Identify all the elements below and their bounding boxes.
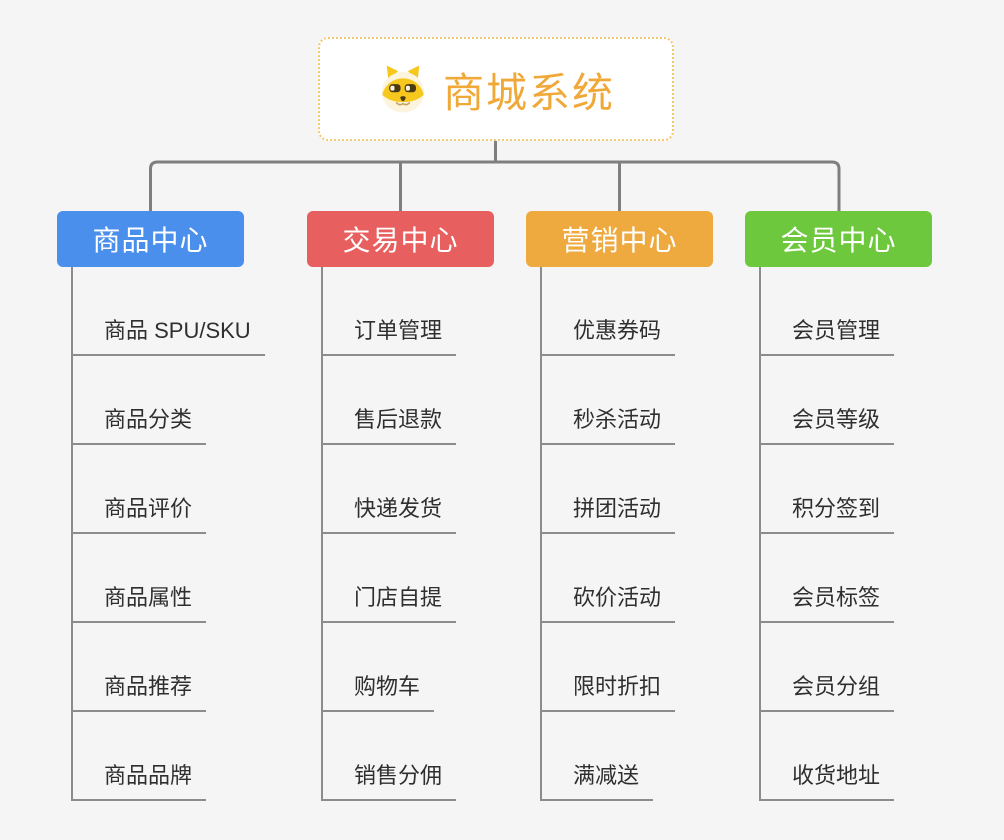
leaf-label: 快递发货 — [321, 491, 457, 534]
leaf-node[interactable]: 限时折扣 — [540, 623, 766, 712]
leaf-node[interactable]: 快递发货 — [321, 445, 547, 534]
branch-column-trade: 交易中心 订单管理 售后退款 快递发货 门店自提 购物车 销售分佣 — [307, 211, 547, 801]
leaf-label: 会员标签 — [759, 580, 895, 623]
branch-spine — [321, 267, 323, 801]
leaf-label: 收货地址 — [759, 758, 895, 801]
branch-spine — [71, 267, 73, 801]
branch-items: 订单管理 售后退款 快递发货 门店自提 购物车 销售分佣 — [321, 267, 547, 801]
leaf-node[interactable]: 会员管理 — [759, 267, 985, 356]
leaf-node[interactable]: 商品评价 — [71, 445, 297, 534]
branch-spine — [540, 267, 542, 801]
leaf-label: 商品品牌 — [71, 758, 207, 801]
leaf-node[interactable]: 商品分类 — [71, 356, 297, 445]
leaf-label: 购物车 — [321, 669, 435, 712]
leaf-node[interactable]: 商品品牌 — [71, 712, 297, 801]
branch-column-marketing: 营销中心 优惠券码 秒杀活动 拼团活动 砍价活动 限时折扣 满减送 — [526, 211, 766, 801]
leaf-label: 积分签到 — [759, 491, 895, 534]
leaf-label: 砍价活动 — [540, 580, 676, 623]
leaf-node[interactable]: 商品推荐 — [71, 623, 297, 712]
leaf-label: 拼团活动 — [540, 491, 676, 534]
branch-column-member: 会员中心 会员管理 会员等级 积分签到 会员标签 会员分组 收货地址 — [745, 211, 985, 801]
branch-items: 会员管理 会员等级 积分签到 会员标签 会员分组 收货地址 — [759, 267, 985, 801]
leaf-node[interactable]: 购物车 — [321, 623, 547, 712]
leaf-label: 商品分类 — [71, 402, 207, 445]
leaf-node[interactable]: 商品属性 — [71, 534, 297, 623]
leaf-label: 商品 SPU/SKU — [71, 313, 265, 356]
leaf-node[interactable]: 砍价活动 — [540, 534, 766, 623]
leaf-label: 会员等级 — [759, 402, 895, 445]
leaf-label: 售后退款 — [321, 402, 457, 445]
branch-node-product[interactable]: 商品中心 — [57, 211, 244, 267]
leaf-label: 商品推荐 — [71, 669, 207, 712]
leaf-node[interactable]: 会员分组 — [759, 623, 985, 712]
branch-node-marketing[interactable]: 营销中心 — [526, 211, 713, 267]
branch-spine — [759, 267, 761, 801]
leaf-node[interactable]: 会员等级 — [759, 356, 985, 445]
leaf-label: 订单管理 — [321, 313, 457, 356]
leaf-node[interactable]: 拼团活动 — [540, 445, 766, 534]
leaf-node[interactable]: 售后退款 — [321, 356, 547, 445]
leaf-label: 销售分佣 — [321, 758, 457, 801]
root-node[interactable]: 商城系统 — [318, 37, 674, 141]
bus-line — [149, 160, 841, 211]
leaf-node[interactable]: 会员标签 — [759, 534, 985, 623]
branch-column-product: 商品中心 商品 SPU/SKU 商品分类 商品评价 商品属性 商品推荐 商品品牌 — [57, 211, 297, 801]
branch-items: 商品 SPU/SKU 商品分类 商品评价 商品属性 商品推荐 商品品牌 — [71, 267, 297, 801]
leaf-node[interactable]: 销售分佣 — [321, 712, 547, 801]
leaf-node[interactable]: 积分签到 — [759, 445, 985, 534]
branch-node-member[interactable]: 会员中心 — [745, 211, 932, 267]
leaf-label: 秒杀活动 — [540, 402, 676, 445]
root-title: 商城系统 — [443, 70, 615, 116]
leaf-label: 会员管理 — [759, 313, 895, 356]
leaf-node[interactable]: 订单管理 — [321, 267, 547, 356]
leaf-node[interactable]: 收货地址 — [759, 712, 985, 801]
leaf-node[interactable]: 满减送 — [540, 712, 766, 801]
leaf-label: 会员分组 — [759, 669, 895, 712]
leaf-label: 商品评价 — [71, 491, 207, 534]
leaf-node[interactable]: 门店自提 — [321, 534, 547, 623]
leaf-node[interactable]: 优惠券码 — [540, 267, 766, 356]
branch-items: 优惠券码 秒杀活动 拼团活动 砍价活动 限时折扣 满减送 — [540, 267, 766, 801]
leaf-node[interactable]: 商品 SPU/SKU — [71, 267, 297, 356]
branch-node-trade[interactable]: 交易中心 — [307, 211, 494, 267]
leaf-label: 优惠券码 — [540, 313, 676, 356]
leaf-label: 限时折扣 — [540, 669, 676, 712]
leaf-label: 门店自提 — [321, 580, 457, 623]
shiba-dog-icon — [381, 65, 425, 113]
leaf-label: 商品属性 — [71, 580, 207, 623]
leaf-label: 满减送 — [540, 758, 654, 801]
leaf-node[interactable]: 秒杀活动 — [540, 356, 766, 445]
